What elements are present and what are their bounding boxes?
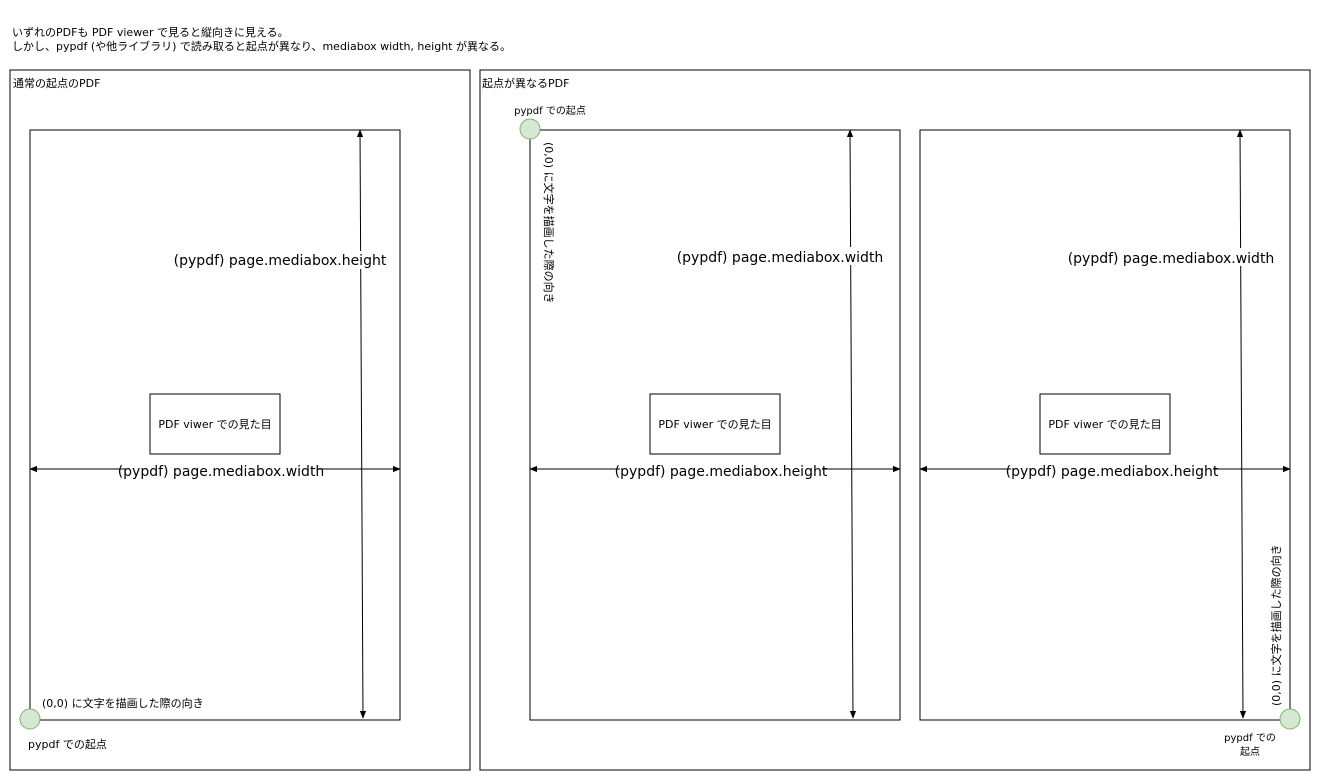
width-label-bg — [124, 462, 318, 479]
right-panel-title: 起点が異なるPDF — [482, 76, 569, 90]
page-b-viewer-label: PDF viwer での見た目 — [1048, 418, 1161, 431]
origin-text-direction-label: (0,0) に文字を描画した際の向き — [42, 696, 204, 710]
page-a-origin-text-direction-label: (0,0) に文字を描画した際の向き — [542, 142, 556, 304]
page-b-origin-label-line-2: 起点 — [1240, 746, 1260, 758]
page-a-origin-dot — [519, 118, 541, 140]
page-b-horizontal-label: (pypdf) page.mediabox.height — [1006, 464, 1219, 480]
page-b-origin-dot — [1279, 708, 1301, 730]
page-a-vertical-label: (pypdf) page.mediabox.width — [677, 250, 884, 266]
rotated-page-a: pypdf での起点 (0,0) に文字を描画した際の向き (pypdf) pa… — [514, 105, 901, 721]
width-label: (pypdf) page.mediabox.width — [118, 464, 325, 480]
intro-line-2: しかし、pypdf (や他ライブラリ) で読み取ると起点が異なり、mediabo… — [12, 39, 511, 53]
left-panel: 通常の起点のPDF (pypdf) page.mediabox.height P… — [9, 69, 471, 771]
height-label-bg — [180, 251, 378, 269]
intro-line-1: いずれのPDFも PDF viewer で見ると縦向きに見える。 — [12, 25, 289, 39]
origin-label: pypdf での起点 — [28, 738, 107, 751]
height-arrow — [356, 129, 367, 719]
page-a-horizontal-label: (pypdf) page.mediabox.height — [615, 464, 828, 480]
page-a-viewer-box — [649, 393, 781, 455]
page-b-vertical-label-bg — [1073, 248, 1269, 266]
page-a-vertical-label-bg — [682, 247, 878, 265]
page-b-origin-text-direction-label: (0,0) に文字を描画した際の向き — [1269, 544, 1283, 706]
viewer-label: PDF viwer での見た目 — [158, 418, 271, 431]
page-a-horizontal-label-bg — [620, 462, 822, 479]
page-a-viewer-label: PDF viwer での見た目 — [658, 418, 771, 431]
origin-dot — [19, 708, 41, 730]
page-b-horizontal-label-bg — [1011, 462, 1213, 479]
page-b-origin-label-line-1: pypdf での — [1224, 733, 1276, 744]
page-a-origin-label: pypdf での起点 — [514, 105, 586, 117]
page-a-vertical-arrow — [846, 129, 857, 719]
height-label: (pypdf) page.mediabox.height — [174, 253, 387, 269]
right-panel: 起点が異なるPDF pypdf での起点 (0,0) に文字を描画した際の向き … — [479, 69, 1311, 771]
rotated-page-b: (pypdf) page.mediabox.width PDF viwer での… — [919, 129, 1301, 758]
page-b-viewer-box — [1039, 393, 1171, 455]
page-b-vertical-label: (pypdf) page.mediabox.width — [1068, 251, 1275, 267]
viewer-box — [149, 393, 281, 455]
left-panel-title: 通常の起点のPDF — [13, 77, 100, 90]
page-b-vertical-arrow — [1236, 129, 1247, 719]
